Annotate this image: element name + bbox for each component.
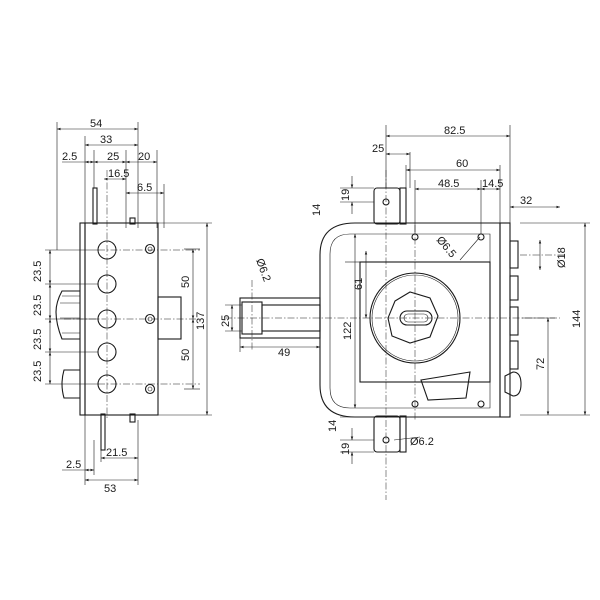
dim-53: 53 (104, 483, 116, 495)
dim-50-a: 50 (180, 276, 192, 288)
front-body (319, 222, 501, 418)
dim-23-5-a: 23.5 (32, 261, 44, 282)
dim-72: 72 (535, 358, 547, 370)
dim-60: 60 (456, 158, 468, 170)
dim-d6-5: Ø6.5 (434, 234, 459, 260)
dim-25: 25 (107, 151, 119, 163)
front-bolts (504, 240, 522, 397)
dim-122: 122 (342, 322, 354, 340)
dim-d18: Ø18 (556, 247, 568, 268)
bottom-strike-plate (373, 415, 401, 453)
front-view: 82.5 25 60 48.5 14.5 32 19 14 Ø6.5 Ø18 Ø… (220, 125, 590, 500)
dim-23-5-b: 23.5 (32, 295, 44, 316)
dim-23-5-c: 23.5 (32, 329, 44, 350)
lever-handle (420, 371, 471, 401)
top-strike-edge (399, 187, 407, 225)
dim-48-5: 48.5 (438, 178, 459, 190)
dim-25-spindle: 25 (220, 315, 232, 327)
dim-61: 61 (353, 278, 365, 290)
side-bottom-tab (129, 413, 136, 423)
cylinder-knob (387, 291, 439, 344)
dim-d6-2-left: Ø6.2 (253, 257, 272, 284)
dim-20: 20 (138, 151, 150, 163)
side-bolts (55, 290, 80, 399)
dim-25-top: 25 (372, 143, 384, 155)
dim-82-5: 82.5 (444, 125, 465, 137)
dim-6-5: 6.5 (137, 182, 152, 194)
side-view: 54 33 2.5 25 20 16.5 6.5 23.5 23.5 23.5 … (32, 118, 212, 495)
dim-21-5: 21.5 (106, 447, 127, 459)
dim-14-top: 14 (311, 204, 323, 216)
dim-23-5-d: 23.5 (32, 361, 44, 382)
dim-33: 33 (100, 134, 112, 146)
side-top-tab (129, 217, 136, 225)
dim-137: 137 (195, 312, 207, 330)
dim-2-5-bottom: 2.5 (66, 459, 81, 471)
side-bottom-pin (100, 413, 106, 451)
dim-19-top: 19 (340, 189, 352, 201)
side-top-pin (92, 187, 98, 225)
bottom-strike-edge (399, 415, 407, 453)
dim-2-5-top: 2.5 (62, 151, 77, 163)
dim-32: 32 (520, 195, 532, 207)
dim-14-bottom: 14 (327, 420, 339, 432)
cylinder-plate (359, 261, 491, 383)
dim-d6-2-bottom: Ø6.2 (410, 436, 434, 448)
dim-19-bottom: 19 (340, 443, 352, 455)
dim-16-5: 16.5 (108, 168, 129, 180)
dim-144: 144 (571, 310, 583, 328)
cylinder-boss (157, 296, 182, 340)
dim-54: 54 (90, 118, 102, 130)
dim-14-5: 14.5 (482, 178, 503, 190)
top-strike-plate (373, 187, 401, 225)
dim-50-b: 50 (180, 349, 192, 361)
dim-49: 49 (278, 347, 290, 359)
